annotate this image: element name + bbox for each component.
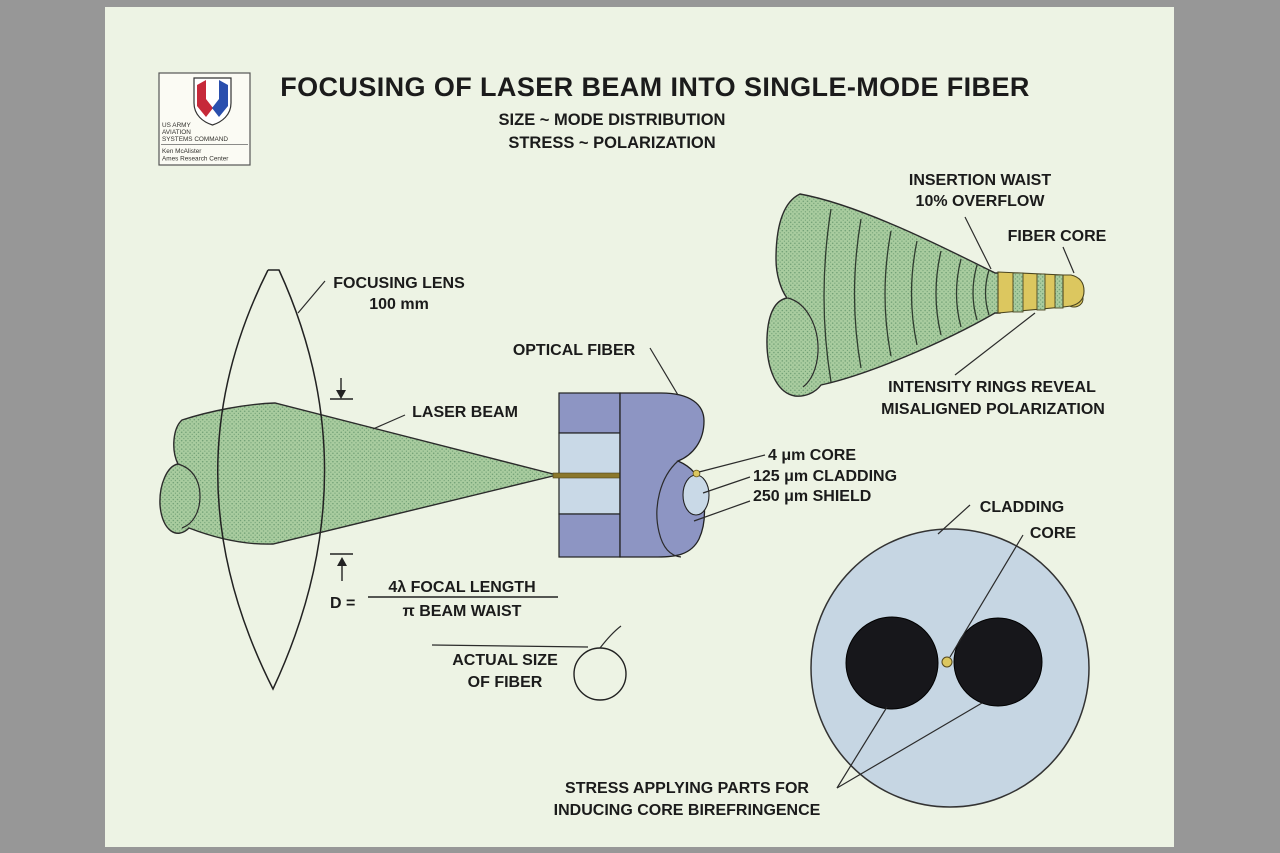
fiber-mount-body bbox=[619, 392, 706, 558]
mode-funnel-lobe-arc bbox=[787, 297, 819, 388]
actual-size-figure: ACTUAL SIZE OF FIBER bbox=[431, 625, 627, 701]
logo-blue-arrow bbox=[212, 80, 228, 117]
cladding-size-label: 125 μm CLADDING bbox=[753, 468, 897, 485]
page-title: FOCUSING OF LASER BEAM INTO SINGLE-MODE … bbox=[280, 72, 1030, 102]
diagram-canvas: FOCUSING LENS 100 mm LASER BEAM OPTICAL … bbox=[158, 72, 1107, 819]
intensity-rings bbox=[823, 208, 990, 383]
intensity-rings-leader-line bbox=[954, 312, 1036, 376]
logo-red-arrow bbox=[197, 80, 213, 117]
core-leader-line-2 bbox=[949, 534, 1024, 658]
focusing-lens-label: FOCUSING LENS bbox=[333, 275, 465, 292]
stress-leader-line-right bbox=[836, 702, 983, 789]
logo-author: Ken McAlister bbox=[162, 148, 202, 155]
fiber-core-leader-line bbox=[1062, 246, 1075, 274]
core-size-label: 4 μm CORE bbox=[768, 447, 856, 464]
focusing-lens-outline bbox=[217, 269, 326, 691]
fiber-cladding-ellipse bbox=[682, 474, 710, 516]
stress-leader-line-left bbox=[836, 706, 888, 789]
intensity-rings-label-2: MISALIGNED POLARIZATION bbox=[881, 401, 1105, 418]
optical-fiber-leader-line bbox=[649, 347, 679, 396]
actual-size-fiber-tail bbox=[599, 625, 622, 649]
header: FOCUSING OF LASER BEAM INTO SINGLE-MODE … bbox=[280, 72, 1030, 152]
insertion-waist-label-1: INSERTION WAIST bbox=[909, 172, 1051, 189]
formula-numerator: 4λ FOCAL LENGTH bbox=[388, 579, 535, 596]
fiber-core-end-cap bbox=[1062, 274, 1085, 308]
actual-size-fiber-circle bbox=[573, 647, 627, 701]
actual-size-label-1: ACTUAL SIZE bbox=[452, 652, 558, 669]
subtitle-line-2: STRESS ~ POLARIZATION bbox=[508, 134, 715, 152]
fiber-core-label: FIBER CORE bbox=[1008, 228, 1107, 245]
logo-org-line-1: US ARMY bbox=[162, 122, 192, 129]
formula-lhs: D = bbox=[330, 595, 355, 612]
fiber-end-face-arc bbox=[656, 460, 682, 558]
spot-size-formula: D = 4λ FOCAL LENGTH π BEAM WAIST bbox=[330, 579, 558, 620]
fiber-cross-section-figure: CLADDING CORE STRESS APPLYING PARTS FOR … bbox=[554, 499, 1090, 819]
insertion-waist-leader-line bbox=[964, 216, 992, 270]
cladding-circle bbox=[810, 528, 1090, 808]
stress-label-2: INDUCING CORE BIREFRINGENCE bbox=[554, 802, 821, 819]
core-label: CORE bbox=[1030, 525, 1077, 542]
shield-leader-line bbox=[693, 500, 751, 522]
core-leader-line bbox=[698, 454, 766, 473]
stress-part-left bbox=[845, 616, 939, 710]
formula-denominator: π BEAM WAIST bbox=[403, 603, 522, 620]
fiber-core-segment-base bbox=[997, 271, 1064, 314]
army-logo: US ARMY AVIATION SYSTEMS COMMAND Ken McA… bbox=[158, 72, 251, 166]
logo-center: Ames Research Center bbox=[162, 156, 229, 163]
optical-fiber-label: OPTICAL FIBER bbox=[513, 342, 636, 359]
mode-pattern-figure: INSERTION WAIST 10% OVERFLOW FIBER CORE … bbox=[766, 172, 1107, 418]
beam-end-cap-arc bbox=[177, 463, 201, 529]
shield-size-label: 250 μm SHIELD bbox=[753, 488, 871, 505]
cladding-leader-line bbox=[702, 476, 751, 494]
laser-beam-figure: FOCUSING LENS 100 mm LASER BEAM bbox=[159, 269, 558, 691]
insertion-waist-label-2: 10% OVERFLOW bbox=[916, 193, 1046, 210]
laser-beam-label: LASER BEAM bbox=[412, 404, 518, 421]
logo-org-line-2: AVIATION bbox=[162, 129, 191, 136]
actual-size-label-2: OF FIBER bbox=[468, 674, 543, 691]
stress-part-right bbox=[953, 617, 1043, 707]
fiber-mount-top-band bbox=[558, 392, 621, 434]
subtitle-line-1: SIZE ~ MODE DISTRIBUTION bbox=[499, 111, 726, 129]
laser-beam-leader-line bbox=[372, 414, 406, 430]
beam-waist-arrow-lower bbox=[330, 553, 353, 581]
fiber-core-stipple-stripes bbox=[1012, 272, 1064, 313]
logo-org-line-3: SYSTEMS COMMAND bbox=[162, 136, 228, 143]
intensity-rings-label-1: INTENSITY RINGS REVEAL bbox=[888, 379, 1096, 396]
optical-fiber-figure: OPTICAL FIBER 4 μm CORE 125 μm CLADDING … bbox=[513, 342, 897, 558]
cladding-leader-line bbox=[937, 504, 971, 535]
beam-waist-arrow-upper bbox=[330, 378, 353, 400]
focusing-lens-leader-line bbox=[297, 280, 326, 314]
focusing-lens-value: 100 mm bbox=[369, 296, 429, 313]
fiber-core-dot bbox=[692, 469, 701, 478]
stress-label-1: STRESS APPLYING PARTS FOR bbox=[565, 780, 809, 797]
cladding-label: CLADDING bbox=[980, 499, 1064, 516]
laser-beam-shape bbox=[159, 402, 558, 545]
slide-background: FOCUSING LENS 100 mm LASER BEAM OPTICAL … bbox=[105, 7, 1174, 847]
fiber-core-line bbox=[552, 472, 621, 479]
core-dot bbox=[941, 656, 953, 668]
fiber-mount-bottom-band bbox=[558, 513, 621, 558]
mode-funnel-shape bbox=[766, 193, 1001, 397]
actual-size-pointer-line bbox=[431, 644, 589, 648]
